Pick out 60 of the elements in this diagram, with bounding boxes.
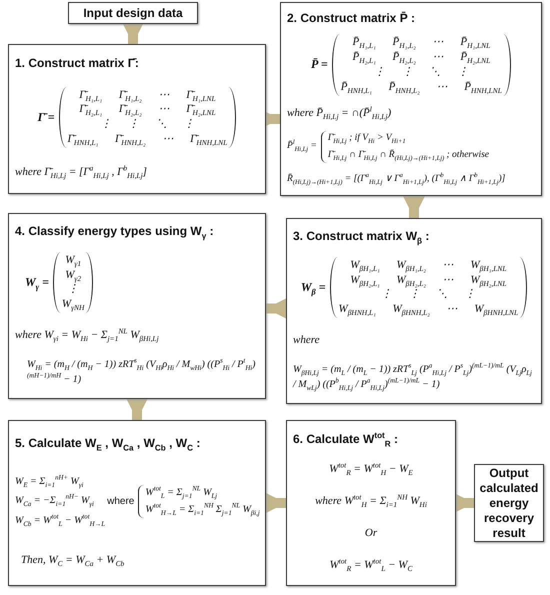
formula: W$_{βHi,Lj}$ = (m$_{L}$ / (m$_{L}$ − 1)) zRT$^{s}$$_{Lj}$ (P$^{a}$$_{Hi,Lj}$ / P$^{s}$$_{Lj}$)$^{(mL−1)/mL}$ (V$_{Lj}$ρ$_{Lj}$ / M$_{wLj}$) ((P$^{b}$$_{Hi,Lj}$ / P$^{a}$$_{Hi,Lj}$)$^{(mL−1)/mL}$ − 1): [293, 362, 533, 392]
formula: W$^{tot}$$_{R}$ = W$^{tot}$$_{L}$ − W$_{C}$: [330, 556, 412, 574]
step-heading: 6. Calculate W$^{tot}$$_{R}$ :: [293, 432, 398, 446]
matrix-row: W$_{γ1}$: [65, 252, 82, 268]
matrix-row: P̄$_{H₂,L₁}$ P̄$_{H₂,L₂}$ ⋯ P̄$_{H₂,LNL}$: [352, 50, 490, 65]
formula: Γ̄$_{Hi,Lj}$ ∩ Γ̄$_{Hi,Lj}$ ∩ R̄$_{(Hi,Lj)→(Hi+1,Lj)}$ ; otherwise: [328, 148, 489, 162]
block-arrow: [266, 298, 288, 320]
matrix-row: P̄$_{H₁,L₁}$ P̄$_{H₁,L₂}$ ⋯ P̄$_{H₁,LNL}$: [352, 35, 490, 50]
block-arrow: [403, 196, 425, 218]
matrix-symbol: P̄ =: [311, 57, 328, 72]
matrix-symbol: Γ̄ =: [38, 110, 55, 125]
formula: W$^{tot}$$_{L}$ = Σ$_{j=1}$$^{NL}$ W$_{Lj}$: [145, 486, 218, 500]
formula: W$_{Ca}$ = −Σ$_{i=1}$$^{nH−}$ W$_{γi}$: [15, 494, 95, 508]
matrix-symbol: W$_{β}$ =: [300, 280, 326, 295]
formula: R̄$_{(Hi,Lj)→(Hi+1,Lj)}$ = [(Γ$^{a}$$_{Hi,Lj}$ ∨ Γ$^{a}$$_{Hi+1,Lj}$), (Γ$^{b}$$_{Hi,Lj}$ ∧ Γ$^{b}$$_{Hi+1,Lj}$)]: [287, 172, 506, 186]
matrix-row: P̄$_{HNH,L₁}$ P̄$_{HNH,L₂}$ ⋯ P̄$_{HNH,LNL}$: [340, 80, 502, 95]
formula: where W$_{γi}$ = W$_{Hi}$ − Σ$_{j=1}$$^{NL}$ W$_{βHi,Lj}$: [15, 326, 159, 344]
step-heading: 5. Calculate W$_{E}$ , W$_{Ca}$ , W$_{Cb}$ , W$_{C}$ :: [15, 436, 200, 450]
matrix-row: ⋮ ⋮ ⋱ ⋮: [374, 64, 468, 80]
step-box: [280, 2, 542, 196]
step-heading: 4. Classify energy types using W$_{γ}$ :: [15, 224, 214, 238]
process-box: [68, 2, 198, 24]
formula: where W$^{tot}$$_{H}$ = Σ$_{i=1}$$^{NH}$ W$_{Hi}$: [315, 492, 427, 510]
formula: P̄$^{l}$$_{Hi,Lj}$ =: [287, 140, 317, 154]
step-box: [8, 420, 266, 586]
matrix-row: Γ̄$_{H₁,L₁}$ Γ̄$_{H₁,L₂}$ ⋯ Γ̄$_{H₁,LNL}$: [79, 88, 216, 102]
step-heading: 3. Construct matrix W$_{β}$ :: [293, 228, 430, 243]
matrix-symbol: W$_{γ}$ =: [25, 274, 49, 290]
step-heading: 2. Construct matrix P̄ :: [287, 10, 416, 25]
matrix-row: Γ̄$_{HNH,L₁}$ Γ̄$_{HNH,L₂}$ ⋯ Γ̄$_{HNH,LNL}$: [68, 132, 228, 147]
matrix-row-text: ⋮: [68, 282, 79, 298]
matrix-row: W$_{γ2}$: [65, 268, 82, 282]
block-arrow: [264, 492, 286, 514]
box-label: Input design data: [83, 6, 183, 20]
block-arrow: [126, 398, 148, 420]
formula: W$_{E}$ = Σ$_{i=1}$$^{nH+}$ W$_{γi}$: [15, 474, 84, 488]
block-arrow: [122, 22, 144, 44]
formula: W$_{Hi}$ = (m$_{H}$ / (m$_{H}$ − 1)) zRT$^{s}$$_{Hi}$ (V$_{Hi}$ρ$_{Hi}$ / M$_{wHi}$) ((P$^{s}$$_{Hi}$ / P$^{t}$$_{Hi}$)$^{(mH−1)/mH}$ − 1): [27, 357, 256, 388]
step-box: [286, 218, 542, 404]
formula: Or: [364, 526, 378, 541]
matrix-row-text: ⋮ ⋮ ⋱ ⋮: [381, 288, 476, 302]
formula: where: [293, 332, 320, 348]
formula: where Γ̄$_{Hi,Lj}$ = [Γ$^{a}$$_{Hi,Lj}$ , Γ$^{b}$$_{Hi,Lj}$]: [15, 164, 147, 181]
formula: W$^{tot}$$_{H→L}$ = Σ$_{i=1}$$^{NH}$ Σ$_{j=1}$$^{NL}$ W$_{βi,j}$: [145, 503, 260, 517]
formula: W$^{tot}$$_{R}$ = W$^{tot}$$_{H}$ − W$_{E}$: [329, 461, 413, 478]
where-text: where: [107, 496, 134, 507]
matrix-row: W$_{γNH}$: [62, 297, 84, 312]
matrix-row-text: Γ̄$_{H₂,L₁}$ Γ̄$_{H₂,L₂}$ ⋯ Γ̄$_{H₂,LNL}$: [79, 102, 216, 118]
matrix-row-text: W$_{βH₂,L₁}$ W$_{βH₂,L₂}$ ⋯ W$_{βH₂,LNL}$: [350, 273, 506, 288]
step-box: [8, 213, 266, 399]
step-box: [286, 420, 456, 586]
matrix-row: W$_{βH₁,L₁}$ W$_{βH₁,L₂}$ ⋯ W$_{βH₁,LNL}$: [350, 258, 506, 273]
formula: Then, W$_{C}$ = W$_{Ca}$ + W$_{Cb}$: [21, 553, 124, 569]
step-heading: 1. Construct matrix Γ̄:: [15, 56, 139, 70]
box-label: Output calculated energy recovery result: [479, 466, 539, 540]
formula: where P̄$_{Hi,Lj}$ = ∩(P̄$^{l}$$_{Hi,Lj}$): [287, 104, 392, 122]
matrix-row: W$_{βHNH,L₁}$ W$_{βHNH,L₂}$ ⋯ W$_{βHNH,LNL}$: [338, 302, 518, 318]
matrix-row: ⋮ ⋮ ⋱ ⋮: [100, 117, 195, 132]
step-box: [8, 44, 266, 194]
formula: Γ̄$_{Hi,Lj}$ ; if V$_{Hi}$ > V$_{Hi+1}$: [328, 132, 406, 145]
